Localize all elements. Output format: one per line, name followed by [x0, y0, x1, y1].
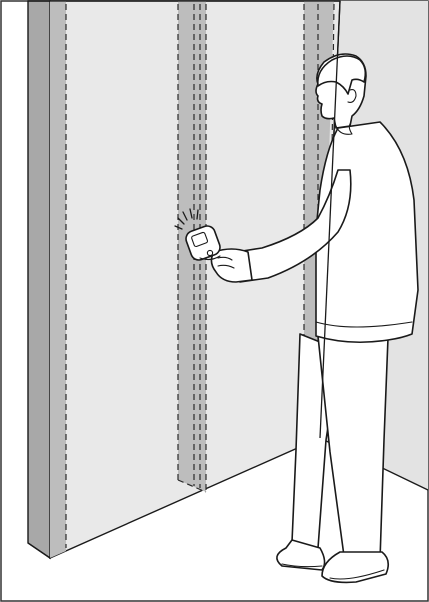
stud-shade-left: [50, 1, 66, 558]
wall-edge: [28, 1, 50, 558]
